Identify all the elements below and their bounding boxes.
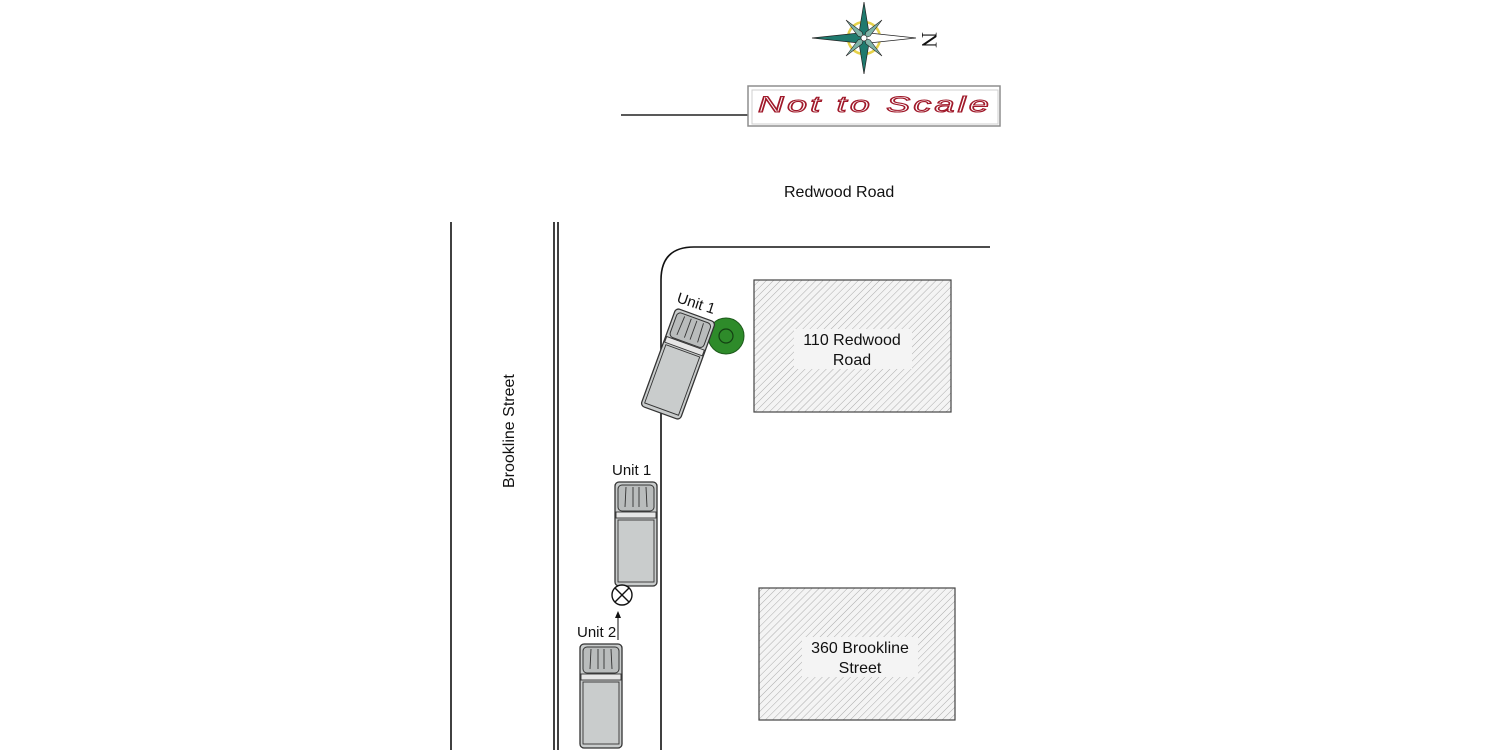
building-360-brookline: 360 Brookline Street (758, 587, 956, 721)
compass-rose-icon (811, 1, 917, 75)
impact-point-icon (611, 584, 633, 606)
unit2-label: Unit 2 (577, 624, 616, 641)
building-360-line2: Street (839, 660, 882, 677)
direction-arrow-icon (615, 611, 621, 640)
not-to-scale-text: Not to Scale (758, 92, 992, 117)
redwood-road-label: Redwood Road (784, 184, 894, 201)
corner-curb (660, 246, 990, 750)
building-110-line2: Road (833, 352, 871, 369)
tree-icon (707, 317, 745, 355)
building-110-redwood: 110 Redwood Road (753, 279, 952, 413)
north-label: N (917, 32, 942, 48)
not-to-scale-banner: Not to Scale (747, 85, 1001, 127)
unit1-impact-position (614, 481, 658, 587)
unit2-position (579, 643, 623, 749)
unit1-final-position (639, 307, 717, 421)
unit1-impact-label: Unit 1 (612, 462, 651, 479)
building-110-line1: 110 Redwood (803, 332, 901, 349)
brookline-street-label: Brookline Street (501, 374, 518, 488)
building-360-line1: 360 Brookline (811, 640, 909, 657)
